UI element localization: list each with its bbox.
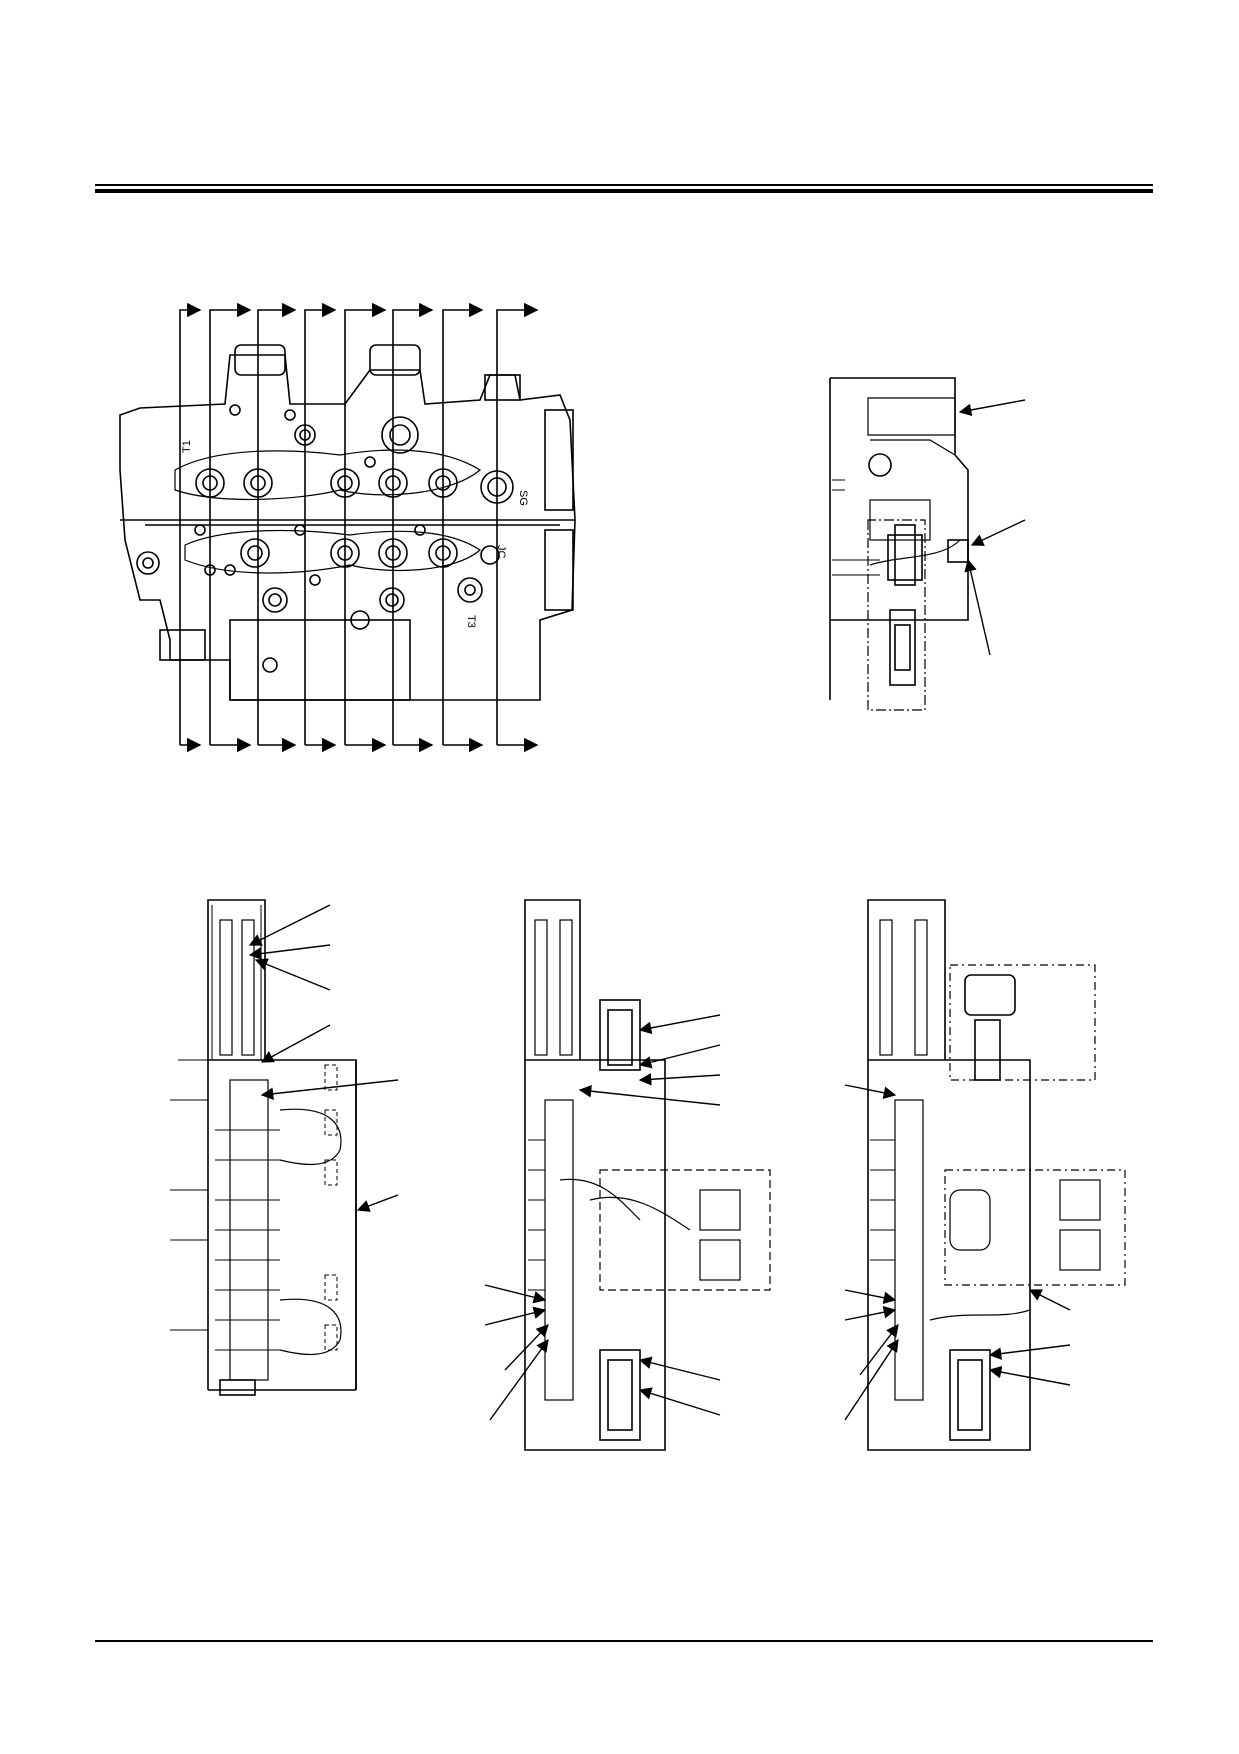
valve-block-overview xyxy=(119,344,576,701)
section-view-left xyxy=(170,899,357,1396)
detail-section-top-right xyxy=(829,377,969,711)
header-rule-thin xyxy=(95,184,1153,186)
section-cut-lines xyxy=(179,302,539,753)
left-section-leader-arrows xyxy=(248,904,399,1212)
section-view-middle xyxy=(524,899,771,1451)
port-label-t3: T3 xyxy=(465,615,477,628)
header-rule-thick xyxy=(95,189,1153,193)
footer-rule xyxy=(95,1640,1153,1642)
middle-section-leader-arrows xyxy=(484,1014,721,1421)
detail-leader-arrows xyxy=(958,399,1026,656)
section-view-right xyxy=(867,899,1126,1451)
port-label-jc: JC xyxy=(495,545,507,559)
port-label-t1: T1 xyxy=(181,440,193,453)
port-label-sg: SG xyxy=(517,490,529,506)
right-section-leader-arrows xyxy=(844,1084,1071,1421)
